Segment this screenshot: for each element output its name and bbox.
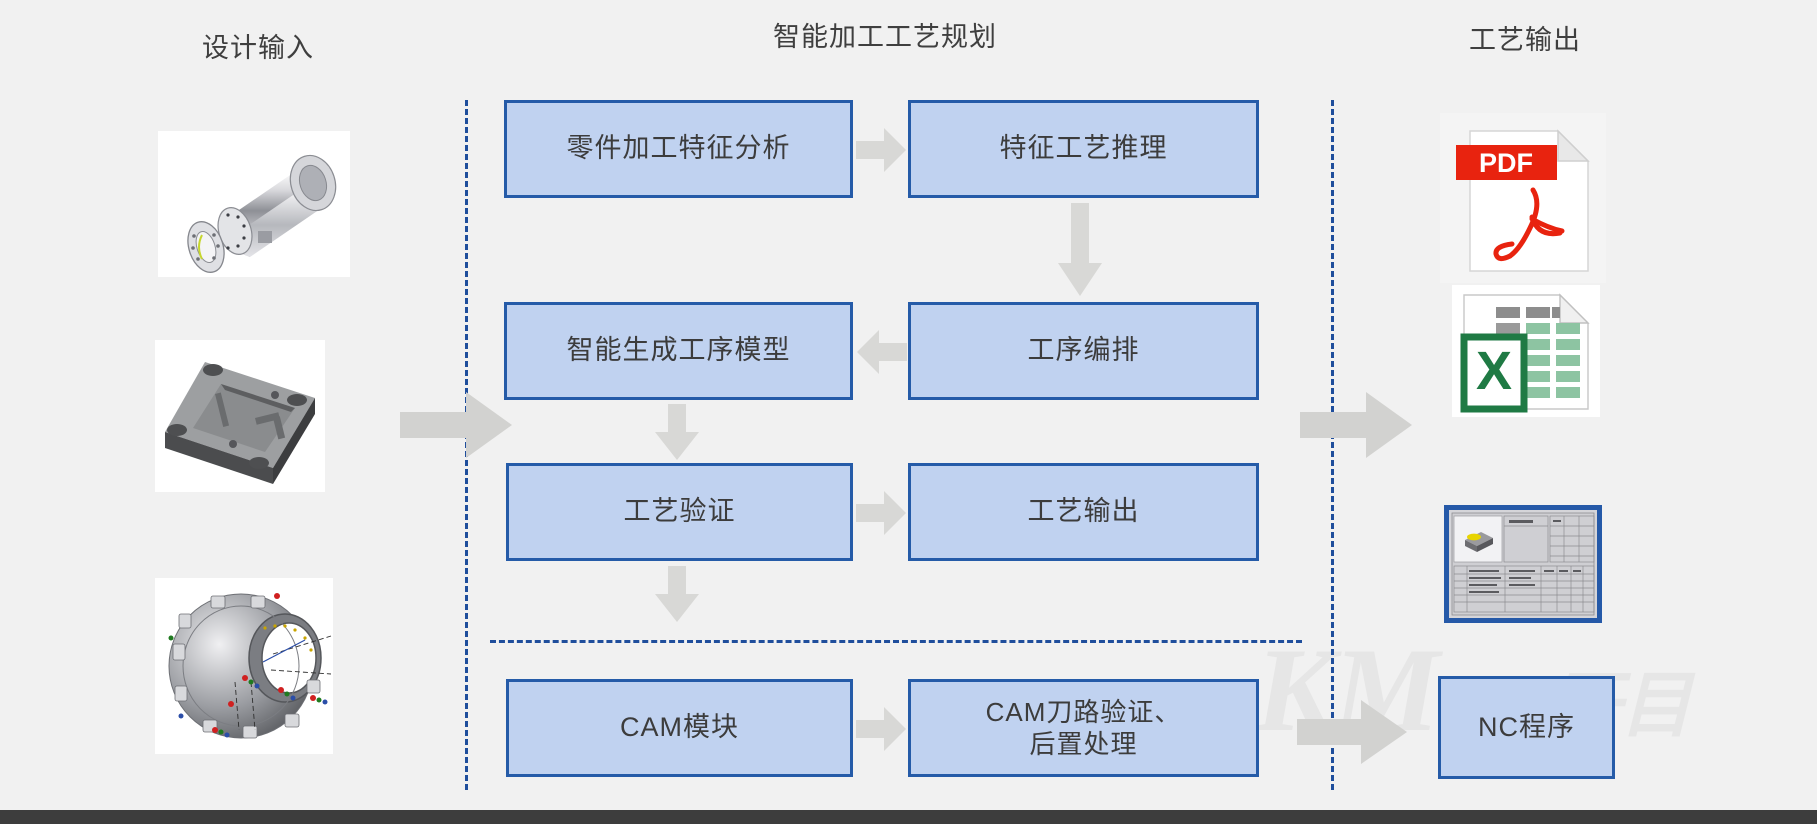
flow-box-feature-analysis[interactable]: 零件加工特征分析 — [504, 100, 853, 198]
svg-text:PDF: PDF — [1479, 148, 1533, 178]
arrow-cam-to-nc — [1297, 700, 1407, 764]
arrow-flow-to-outputs — [1300, 392, 1412, 458]
column-title-process-planning: 智能加工工艺规划 — [773, 22, 997, 52]
output-nc-program-box[interactable]: NC程序 — [1438, 676, 1615, 779]
flow-box-label: CAM模块 — [620, 712, 739, 743]
arrow-reasoning-to-sequence — [1058, 203, 1102, 296]
flow-box-label: 工艺输出 — [1027, 496, 1140, 527]
output-pdf-icon[interactable]: PDF — [1440, 113, 1606, 283]
flow-box-label: 特征工艺推理 — [999, 133, 1168, 164]
output-excel-icon[interactable]: X — [1452, 285, 1600, 417]
flow-box-cam-verify[interactable]: CAM刀路验证、 后置处理 — [908, 679, 1259, 777]
flow-box-process-validate[interactable]: 工艺验证 — [506, 463, 853, 561]
input-thumbnail-mold-plate[interactable] — [155, 340, 325, 492]
arrow-inputs-to-flow — [400, 392, 512, 458]
flow-box-label: CAM刀路验证、 后置处理 — [986, 696, 1182, 761]
flow-box-process-output[interactable]: 工艺输出 — [908, 463, 1259, 561]
arrow-cam-to-verify — [856, 707, 906, 751]
flow-box-process-model[interactable]: 智能生成工序模型 — [504, 302, 853, 400]
arrow-sequence-to-process-model — [857, 330, 907, 374]
arrow-validate-to-cam — [655, 566, 699, 622]
flow-box-label: 智能生成工序模型 — [566, 335, 791, 366]
flow-box-label-line2: 后置处理 — [1029, 729, 1138, 759]
flow-box-feature-reasoning[interactable]: 特征工艺推理 — [908, 100, 1259, 198]
flow-box-label: 零件加工特征分析 — [566, 133, 791, 164]
column-title-process-output: 工艺输出 — [1469, 25, 1581, 55]
input-thumbnail-housing[interactable] — [158, 131, 350, 277]
arrow-process-model-to-validate — [655, 404, 699, 460]
column-title-design-input: 设计输入 — [202, 33, 314, 63]
output-process-sheet-thumbnail[interactable] — [1444, 505, 1602, 623]
flow-box-label: NC程序 — [1478, 711, 1575, 742]
arrow-validate-to-output — [856, 491, 906, 535]
flow-box-cam-module[interactable]: CAM模块 — [506, 679, 853, 777]
svg-text:X: X — [1476, 341, 1512, 401]
flow-box-label: 工序编排 — [1027, 335, 1140, 366]
divider-right-dashed — [1331, 100, 1334, 790]
divider-horizontal-dashed — [490, 640, 1302, 643]
flow-box-label-line1: CAM刀路验证、 — [985, 696, 1182, 727]
arrow-feature-analysis-to-reasoning — [856, 128, 906, 172]
flow-box-process-sequence[interactable]: 工序编排 — [908, 302, 1259, 400]
bottom-bar — [0, 810, 1817, 824]
input-thumbnail-casing-mbd[interactable] — [155, 578, 333, 754]
flow-box-label: 工艺验证 — [623, 496, 736, 527]
